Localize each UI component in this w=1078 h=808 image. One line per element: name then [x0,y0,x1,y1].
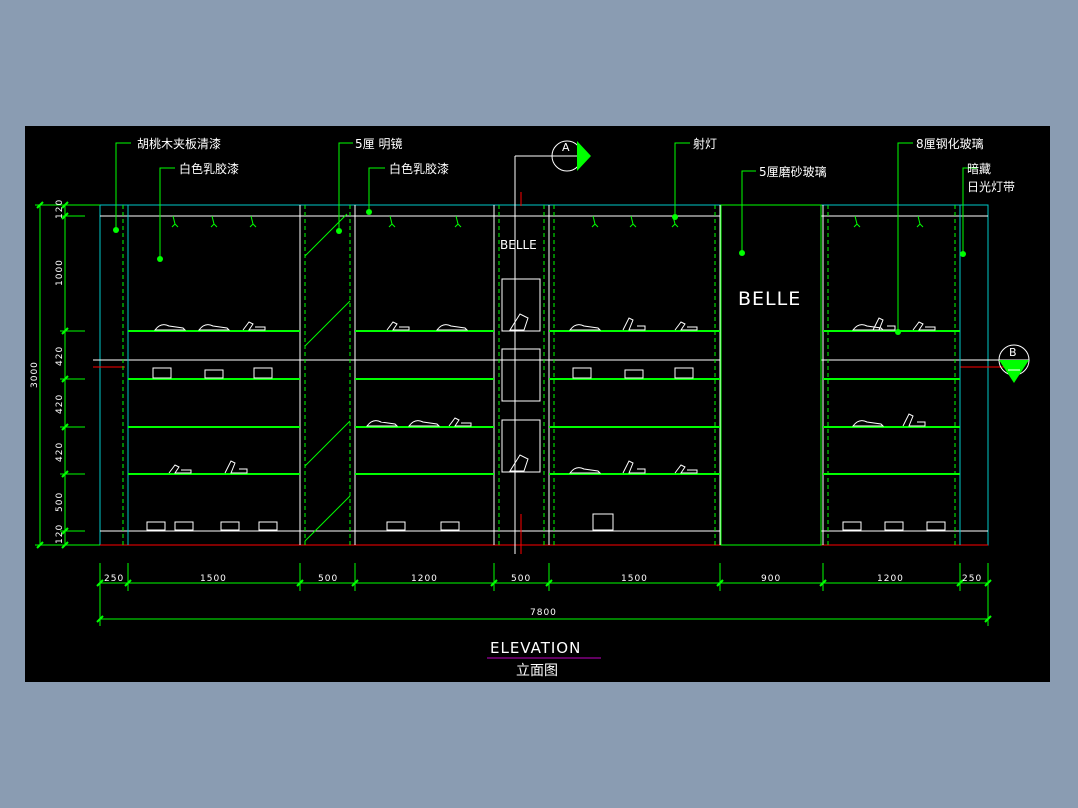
vdim-5: 500 [55,492,65,512]
section-mark-b: B [998,344,1030,383]
leader-lines [115,142,977,332]
annotation-white-latex-1: 白色乳胶漆 [179,161,239,176]
drawing-canvas: BELLE BELLE 胡桃木夹板清漆 白色乳胶漆 5厘 明镜 白色乳胶漆 射灯… [25,126,1050,682]
horizontal-dimensions [99,563,989,626]
annotation-frosted-glass: 5厘磨砂玻璃 [759,165,827,179]
column-sign: BELLE [500,238,537,252]
vertical-dimensions [35,204,100,546]
annotation-spotlight: 射灯 [693,136,717,151]
vdim-6: 120 [55,524,65,544]
annotation-hidden: 暗藏 [967,161,991,176]
frosted-glass-panel [720,204,822,546]
panel-sign: BELLE [738,288,801,310]
annotation-walnut: 胡桃木夹板清漆 [137,136,221,151]
annotation-white-latex-2: 白色乳胶漆 [389,161,449,176]
section-mark-a-label: A [562,141,570,154]
vertical-dimension-ticks [36,201,69,549]
bay-dividers [127,205,961,545]
total-height: 3000 [30,361,40,388]
vdim-3: 420 [55,394,65,414]
drawing-subtitle: 立面图 [516,663,558,679]
horizontal-dimension-ticks [96,579,992,623]
mirror-hatch [304,213,351,542]
hdim-6: 900 [761,574,781,584]
elevation-drawing: BELLE BELLE 胡桃木夹板清漆 白色乳胶漆 5厘 明镜 白色乳胶漆 射灯… [30,136,1030,679]
hdim-1: 1500 [200,574,227,584]
vdim-0: 120 [55,199,65,219]
shoe-displays [146,313,946,531]
hdim-8: 250 [962,574,982,584]
total-width: 7800 [530,608,557,618]
annotation-mirror: 5厘 明镜 [355,136,402,151]
vdim-1: 1000 [55,259,65,286]
annotation-light-strip: 日光灯带 [967,180,1015,194]
leader-dots [113,209,966,335]
annotation-tempered-glass: 8厘钢化玻璃 [916,137,984,151]
vdim-4: 420 [55,442,65,462]
drawing-title: ELEVATION [490,639,581,657]
hdim-3: 1200 [411,574,438,584]
hdim-4: 500 [511,574,531,584]
shelves [128,330,960,475]
spotlights [171,215,924,228]
hidden-light-lines [122,205,956,545]
vdim-2: 420 [55,346,65,366]
section-mark-a: A [551,140,591,172]
hdim-7: 1200 [877,574,904,584]
hdim-0: 250 [104,574,124,584]
display-boxes [501,278,541,473]
hdim-5: 1500 [621,574,648,584]
section-mark-b-label: B [1009,346,1017,359]
hdim-2: 500 [318,574,338,584]
